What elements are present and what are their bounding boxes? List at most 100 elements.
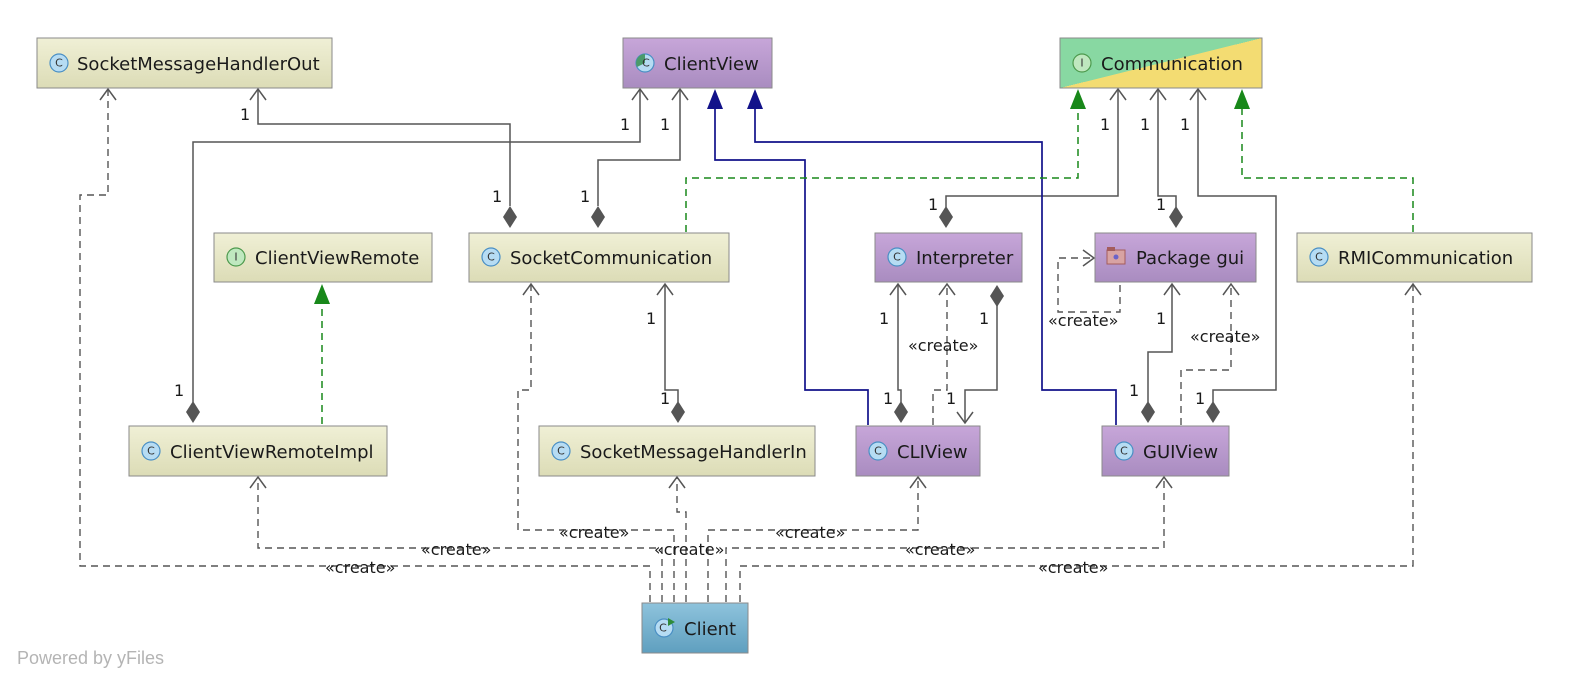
arrowhead [656,282,674,296]
edge-smho-sockcomm [257,90,511,206]
multiplicity-label: 1 [492,187,502,206]
edge-cliview-clientview [714,108,869,425]
class-name: ClientView [664,54,759,75]
arrowhead [889,282,907,296]
class-icon [1114,441,1134,461]
node-interpreter[interactable]: C Interpreter [874,232,1023,283]
package-name: Package gui [1136,248,1244,269]
arrowhead [631,87,649,101]
arrowhead [909,475,927,489]
class-name: RMICommunication [1338,248,1513,269]
multiplicity-label: 1 [1180,115,1190,134]
multiplicity-label: 1 [620,115,630,134]
multiplicity-label: 1 [979,309,989,328]
edge-guiview-clientview [754,108,1117,425]
class-name: GUIView [1143,442,1218,463]
class-name: SocketCommunication [510,248,712,269]
create-pkggui-self [1057,257,1121,313]
create-label: «create» [905,540,975,559]
arrowhead [1189,87,1207,101]
composition-diamond [186,401,200,423]
abstract-marker [636,54,645,67]
edge-clientview-cvri [192,90,641,402]
realization-arrowhead [314,284,330,304]
arrowhead [1109,87,1127,101]
class-icon-letter: C [147,445,155,458]
node-client-view-remote[interactable]: I ClientViewRemote [213,232,433,283]
arrowhead [99,87,117,101]
class-icon-letter: C [893,251,901,264]
create-cliview-interpreter [932,285,948,425]
inheritance-arrowhead [707,89,723,109]
node-communication[interactable]: I Communication [1059,37,1263,89]
node-rmi-communication[interactable]: C RMICommunication [1296,232,1533,283]
composition-diamond [990,285,1004,307]
create-label: «create» [421,540,491,559]
node-client-view[interactable]: C ClientView [622,37,773,89]
class-icon-letter: C [487,251,495,264]
node-socket-message-handler-out[interactable]: C SocketMessageHandlerOut [36,37,333,89]
multiplicity-label: 1 [928,195,938,214]
arrowhead [249,475,267,489]
multiplicity-label: 1 [240,105,250,124]
edge-comm-pkggui [1157,90,1177,207]
create-label: «create» [654,540,724,559]
class-icon-letter: C [642,57,650,70]
class-name: ClientViewRemoteImpl [170,442,374,463]
arrowhead [1082,249,1096,267]
class-icon-letter: C [1315,251,1323,264]
create-client-rmi [739,285,1414,602]
arrowhead [1404,282,1422,296]
node-client[interactable]: C Client [641,602,749,654]
class-icon [141,441,161,461]
class-icon-letter: C [1120,445,1128,458]
class-icon [868,441,888,461]
arrowhead [938,282,956,296]
composition-diamond [503,206,517,228]
multiplicity-label: 1 [660,115,670,134]
create-guiview-pkggui [1180,285,1232,425]
interface-icon [1072,53,1092,73]
arrowhead [1163,282,1181,296]
composition-diamond [671,401,685,423]
multiplicity-label: 1 [174,381,184,400]
composition-diamond [591,206,605,228]
interface-icon [226,247,246,267]
create-client-smho [79,90,651,602]
multiplicity-label: 1 [1140,115,1150,134]
class-name: Interpreter [916,248,1014,269]
create-label: «create» [908,336,978,355]
edge-sockcomm-smhi [664,285,679,402]
arrowhead [1222,282,1240,296]
class-name: CLIView [897,442,968,463]
class-icon [551,441,571,461]
create-label: «create» [1038,558,1108,577]
node-socket-communication[interactable]: C SocketCommunication [468,232,730,283]
composition-diamond [939,206,953,228]
create-client-guiview [725,478,1165,602]
interface-icon-letter: I [1080,57,1083,70]
node-socket-message-handler-in[interactable]: C SocketMessageHandlerIn [538,425,816,477]
multiplicity-label: 1 [1156,195,1166,214]
composition-diamond [894,401,908,423]
class-icon [481,247,501,267]
node-cli-view[interactable]: C CLIView [855,425,981,477]
edge-comm-guiview [1197,90,1277,402]
class-icon [887,247,907,267]
class-icon [49,53,69,73]
composition-diamond [1206,401,1220,423]
create-client-cliview [707,478,919,602]
edge-interpreter-cliview-1 [897,285,902,402]
realization-arrowhead [1070,89,1086,109]
node-package-gui[interactable]: Package gui [1094,232,1257,283]
multiplicity-label: 1 [580,187,590,206]
composition-diamond [1141,401,1155,423]
arrowhead [522,282,540,296]
node-gui-view[interactable]: C GUIView [1101,425,1230,477]
powered-by-footer: Powered by yFiles [17,648,165,668]
create-label: «create» [1190,327,1260,346]
class-icon-letter: C [659,622,667,635]
interface-icon-letter: I [234,251,237,264]
node-client-view-remote-impl[interactable]: C ClientViewRemoteImpl [128,425,388,477]
